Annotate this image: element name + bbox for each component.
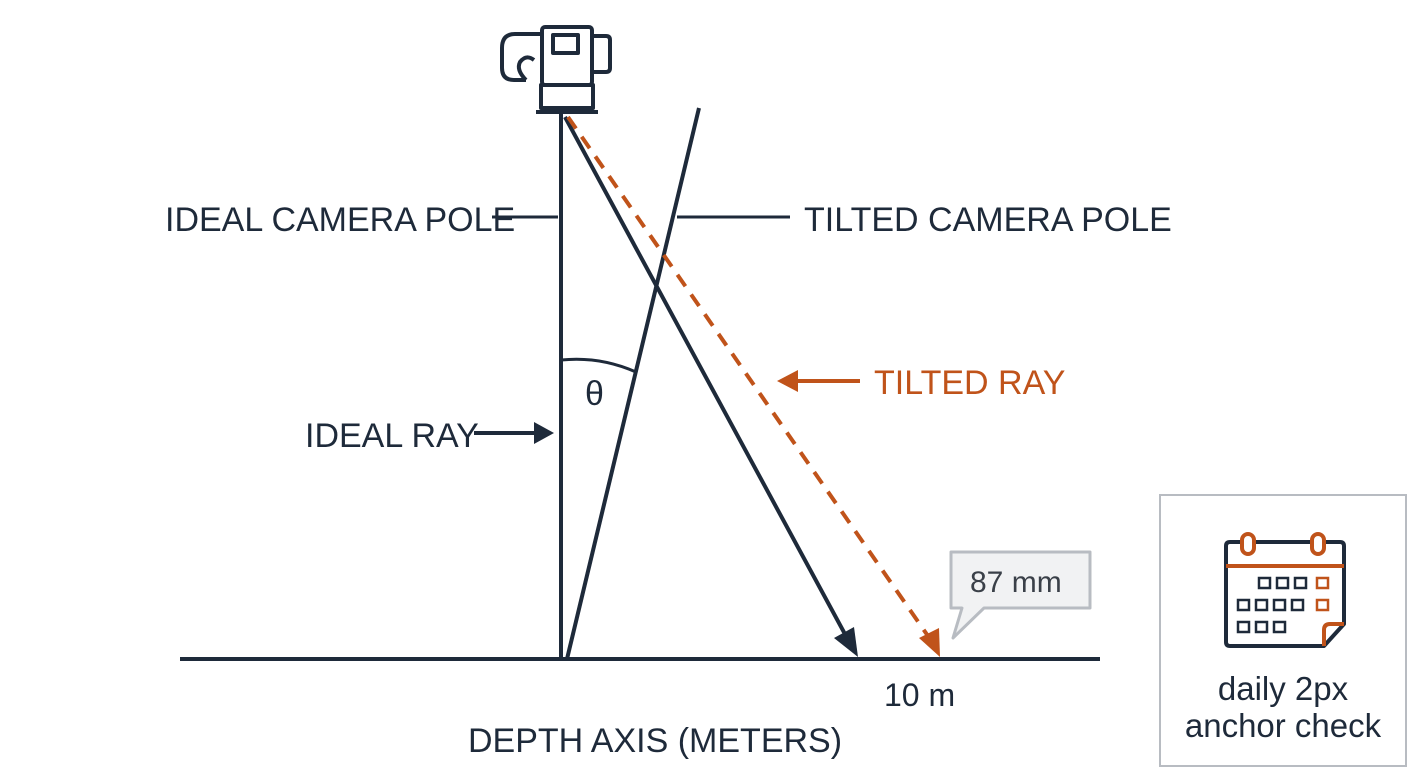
card-line-2: anchor check bbox=[1185, 707, 1382, 744]
tilted-ray-line bbox=[566, 115, 930, 638]
tilted-ray-arrowhead bbox=[919, 628, 940, 657]
ideal-pole-label: IDEAL CAMERA POLE bbox=[165, 201, 515, 239]
tilted-ray-label: TILTED RAY bbox=[874, 364, 1065, 402]
theta-label: θ bbox=[585, 375, 604, 413]
offset-callout bbox=[949, 550, 1092, 640]
tilted-pole-label: TILTED CAMERA POLE bbox=[804, 201, 1172, 239]
card-line-1: daily 2px bbox=[1218, 670, 1349, 707]
ideal-ray-label: IDEAL RAY bbox=[305, 417, 479, 455]
ideal-ray-arrowhead bbox=[834, 627, 858, 657]
tilted-ray-pointer-head bbox=[777, 370, 798, 392]
offset-callout-value: 87 mm bbox=[970, 566, 1062, 599]
ideal-ray-line bbox=[563, 116, 848, 637]
depth-axis-label: DEPTH AXIS (METERS) bbox=[468, 722, 842, 760]
calendar-icon bbox=[1224, 532, 1346, 648]
distance-label: 10 m bbox=[884, 677, 955, 713]
tilted-camera-pole bbox=[565, 107, 701, 660]
theta-arc bbox=[560, 357, 637, 374]
camera-icon bbox=[500, 25, 612, 114]
ideal-ray-pointer-head bbox=[534, 422, 554, 444]
